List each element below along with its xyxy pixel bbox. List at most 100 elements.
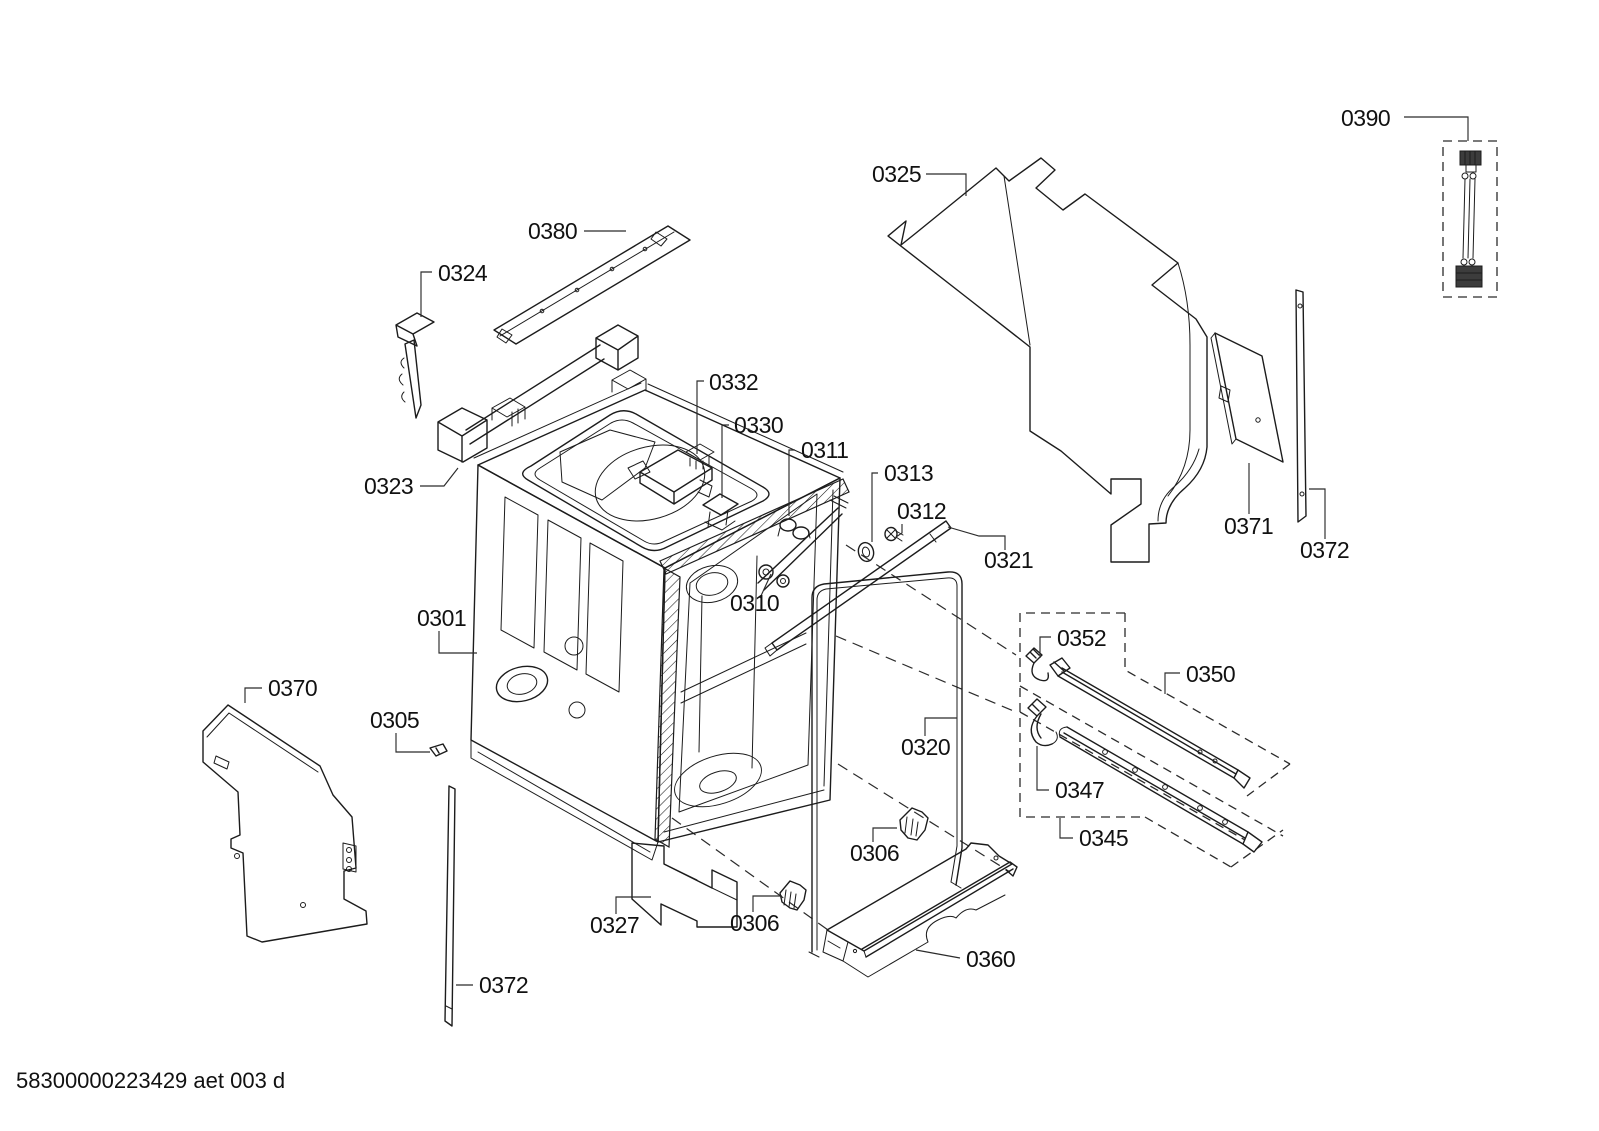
leader-line-0306-20 (752, 895, 782, 912)
bracket-body (702, 493, 739, 516)
panel-bracket (342, 842, 357, 873)
axis-line (671, 817, 829, 931)
leader-line-0352-15 (1039, 636, 1051, 658)
clip-fingers (783, 889, 797, 909)
bracket-legs (704, 509, 736, 531)
panel-hole (1255, 417, 1261, 423)
tub-back-oval-outer (685, 564, 739, 604)
panel-top-face (826, 842, 1013, 952)
clip-head (1027, 698, 1047, 717)
group-box-outline (1124, 613, 1291, 797)
left-block (437, 407, 488, 463)
part-0301-tub (470, 369, 850, 861)
strip-lines (771, 520, 952, 651)
part-0390-hose (1442, 140, 1498, 298)
link-bracket (829, 495, 849, 509)
strip-notch (445, 1005, 453, 1010)
spray-arm-circle (594, 444, 706, 522)
base-outline (631, 842, 738, 928)
connecting-bar (465, 344, 605, 445)
strip-outline (1295, 289, 1307, 523)
rail-hole (1197, 749, 1203, 755)
part-label-0306: 0306 (850, 840, 899, 866)
leader-line-0345-19 (1059, 818, 1073, 839)
link-bar (757, 507, 843, 591)
panel-rail (861, 861, 1018, 958)
part-label-0345: 0345 (1079, 825, 1128, 851)
panel-front-face (842, 894, 1006, 978)
part-label-0332: 0332 (709, 369, 758, 395)
strip-hole (1299, 491, 1305, 497)
tub-floor-sump-outer (674, 752, 762, 808)
seal-inner (816, 577, 958, 951)
hose-bead (1469, 172, 1477, 180)
axis-line (845, 544, 1017, 656)
seal-end-tips (808, 881, 962, 958)
strip-outline (444, 785, 456, 1027)
strip-end-hook (764, 533, 937, 657)
clip-hook (1051, 731, 1058, 745)
tub-front-frame-inner-edge (663, 489, 834, 833)
tub-left-grooves (500, 496, 624, 693)
panel-screw (346, 847, 352, 853)
tub-left-face (470, 464, 666, 843)
screw-head (884, 526, 898, 542)
panel-left-bracket (822, 929, 849, 962)
clip-body (429, 743, 448, 757)
rail-hole (1132, 767, 1138, 773)
panel-hole (300, 902, 306, 908)
part-label-0320: 0320 (901, 734, 950, 760)
part-label-0313: 0313 (884, 460, 933, 486)
part-0313-washer (857, 541, 875, 563)
spray-arm-blade (559, 429, 656, 501)
part-label-0305: 0305 (370, 707, 419, 733)
part-0324-bracket (395, 312, 435, 419)
panel-outline (887, 157, 1208, 563)
leader-line-0390-0 (1404, 116, 1469, 141)
clip-tail (1031, 662, 1050, 682)
part-0345-rail-lower (1058, 726, 1263, 853)
part-0372-strip-right (1295, 289, 1307, 523)
leader-line-0324-3 (420, 271, 432, 317)
panel-hole (852, 948, 858, 954)
part-label-0372: 0372 (1300, 537, 1349, 563)
part-label-0306: 0306 (730, 910, 779, 936)
group-box-divider (1019, 711, 1246, 841)
part-label-0352: 0352 (1057, 625, 1106, 651)
panel-cutout-inner (1157, 448, 1200, 522)
part-0350-rail-upper (1049, 657, 1251, 789)
leader-line-0360-23 (915, 949, 961, 959)
leader-line-0330-6 (721, 424, 729, 498)
part-0360-toe-panel (822, 842, 1018, 978)
tub-front-channel-hatch (654, 566, 681, 849)
part-label-0347: 0347 (1055, 777, 1104, 803)
panel-screw (346, 857, 352, 863)
tub-back-oval-inner (695, 572, 729, 596)
part-label-0372: 0372 (479, 972, 528, 998)
seal-outer (811, 571, 963, 953)
panel-fold-line (206, 712, 319, 773)
part-label-0310: 0310 (730, 590, 779, 616)
part-0311-rollers (777, 518, 811, 540)
bracket-cap (395, 312, 435, 347)
group-box-outline (1019, 612, 1145, 818)
part-label-0311: 0311 (801, 437, 848, 463)
rail-lines (1057, 667, 1239, 779)
tub-left-hole (568, 701, 586, 719)
leader-line-0312-9 (895, 524, 903, 538)
hose-bead (1460, 258, 1468, 266)
part-0332-assembly (639, 443, 715, 505)
panel-fold-line (1003, 175, 1031, 346)
leader-line-0321-10 (947, 526, 1006, 550)
part-label-0350: 0350 (1186, 661, 1235, 687)
rail-right-foot (1233, 769, 1251, 789)
panel-wrap-curve (1167, 262, 1191, 497)
rail-right-foot (1242, 831, 1263, 853)
part-0371-panel (1210, 332, 1284, 463)
part-label-0360: 0360 (966, 946, 1015, 972)
cover-plate (639, 449, 713, 505)
tub-corner-bracket (611, 369, 647, 393)
leader-line-0350-16 (1164, 672, 1180, 694)
clip-tail (1030, 713, 1053, 747)
